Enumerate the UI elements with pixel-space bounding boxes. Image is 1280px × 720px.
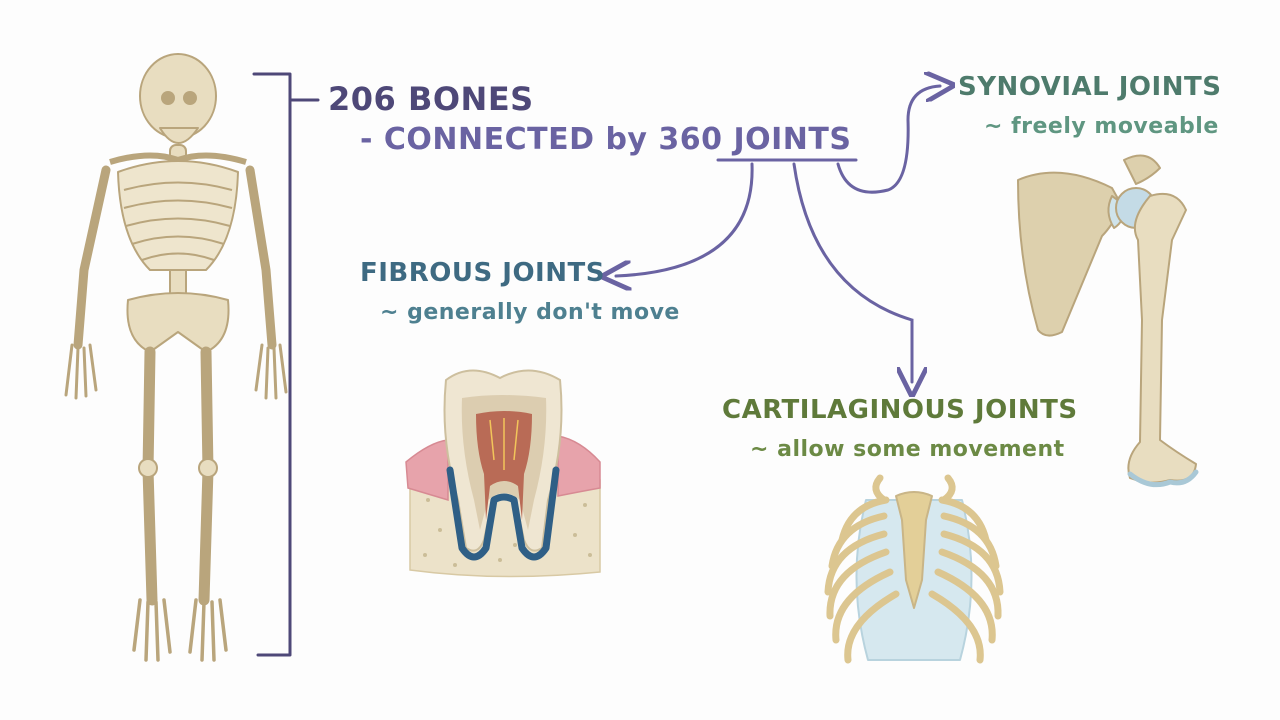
- bones-heading: 206 BONES: [328, 80, 534, 118]
- cartilaginous-subtitle: ~ allow some movement: [750, 437, 1065, 462]
- fibrous-subtitle: ~ generally don't move: [380, 300, 680, 325]
- connected-line: - CONNECTED by 360 JOINTS: [360, 122, 852, 157]
- arrow-to-fibrous: [616, 162, 754, 276]
- fibrous-title: FIBROUS JOINTS: [360, 258, 605, 288]
- ribcage-illustration: [824, 474, 1004, 664]
- arrow-to-cartilaginous: [792, 162, 912, 382]
- synovial-title: SYNOVIAL JOINTS: [958, 72, 1222, 102]
- joints-word: JOINTS: [733, 122, 852, 157]
- bones-bracket: [252, 72, 320, 657]
- shoulder-joint-illustration: [1017, 154, 1199, 488]
- synovial-subtitle: ~ freely moveable: [984, 114, 1219, 139]
- connected-prefix: - CONNECTED by 360: [360, 122, 734, 157]
- skeleton-illustration: [64, 53, 288, 662]
- tooth-illustration: [405, 369, 601, 578]
- cartilaginous-title: CARTILAGINOUS JOINTS: [722, 395, 1078, 425]
- arrow-to-synovial: [836, 86, 940, 194]
